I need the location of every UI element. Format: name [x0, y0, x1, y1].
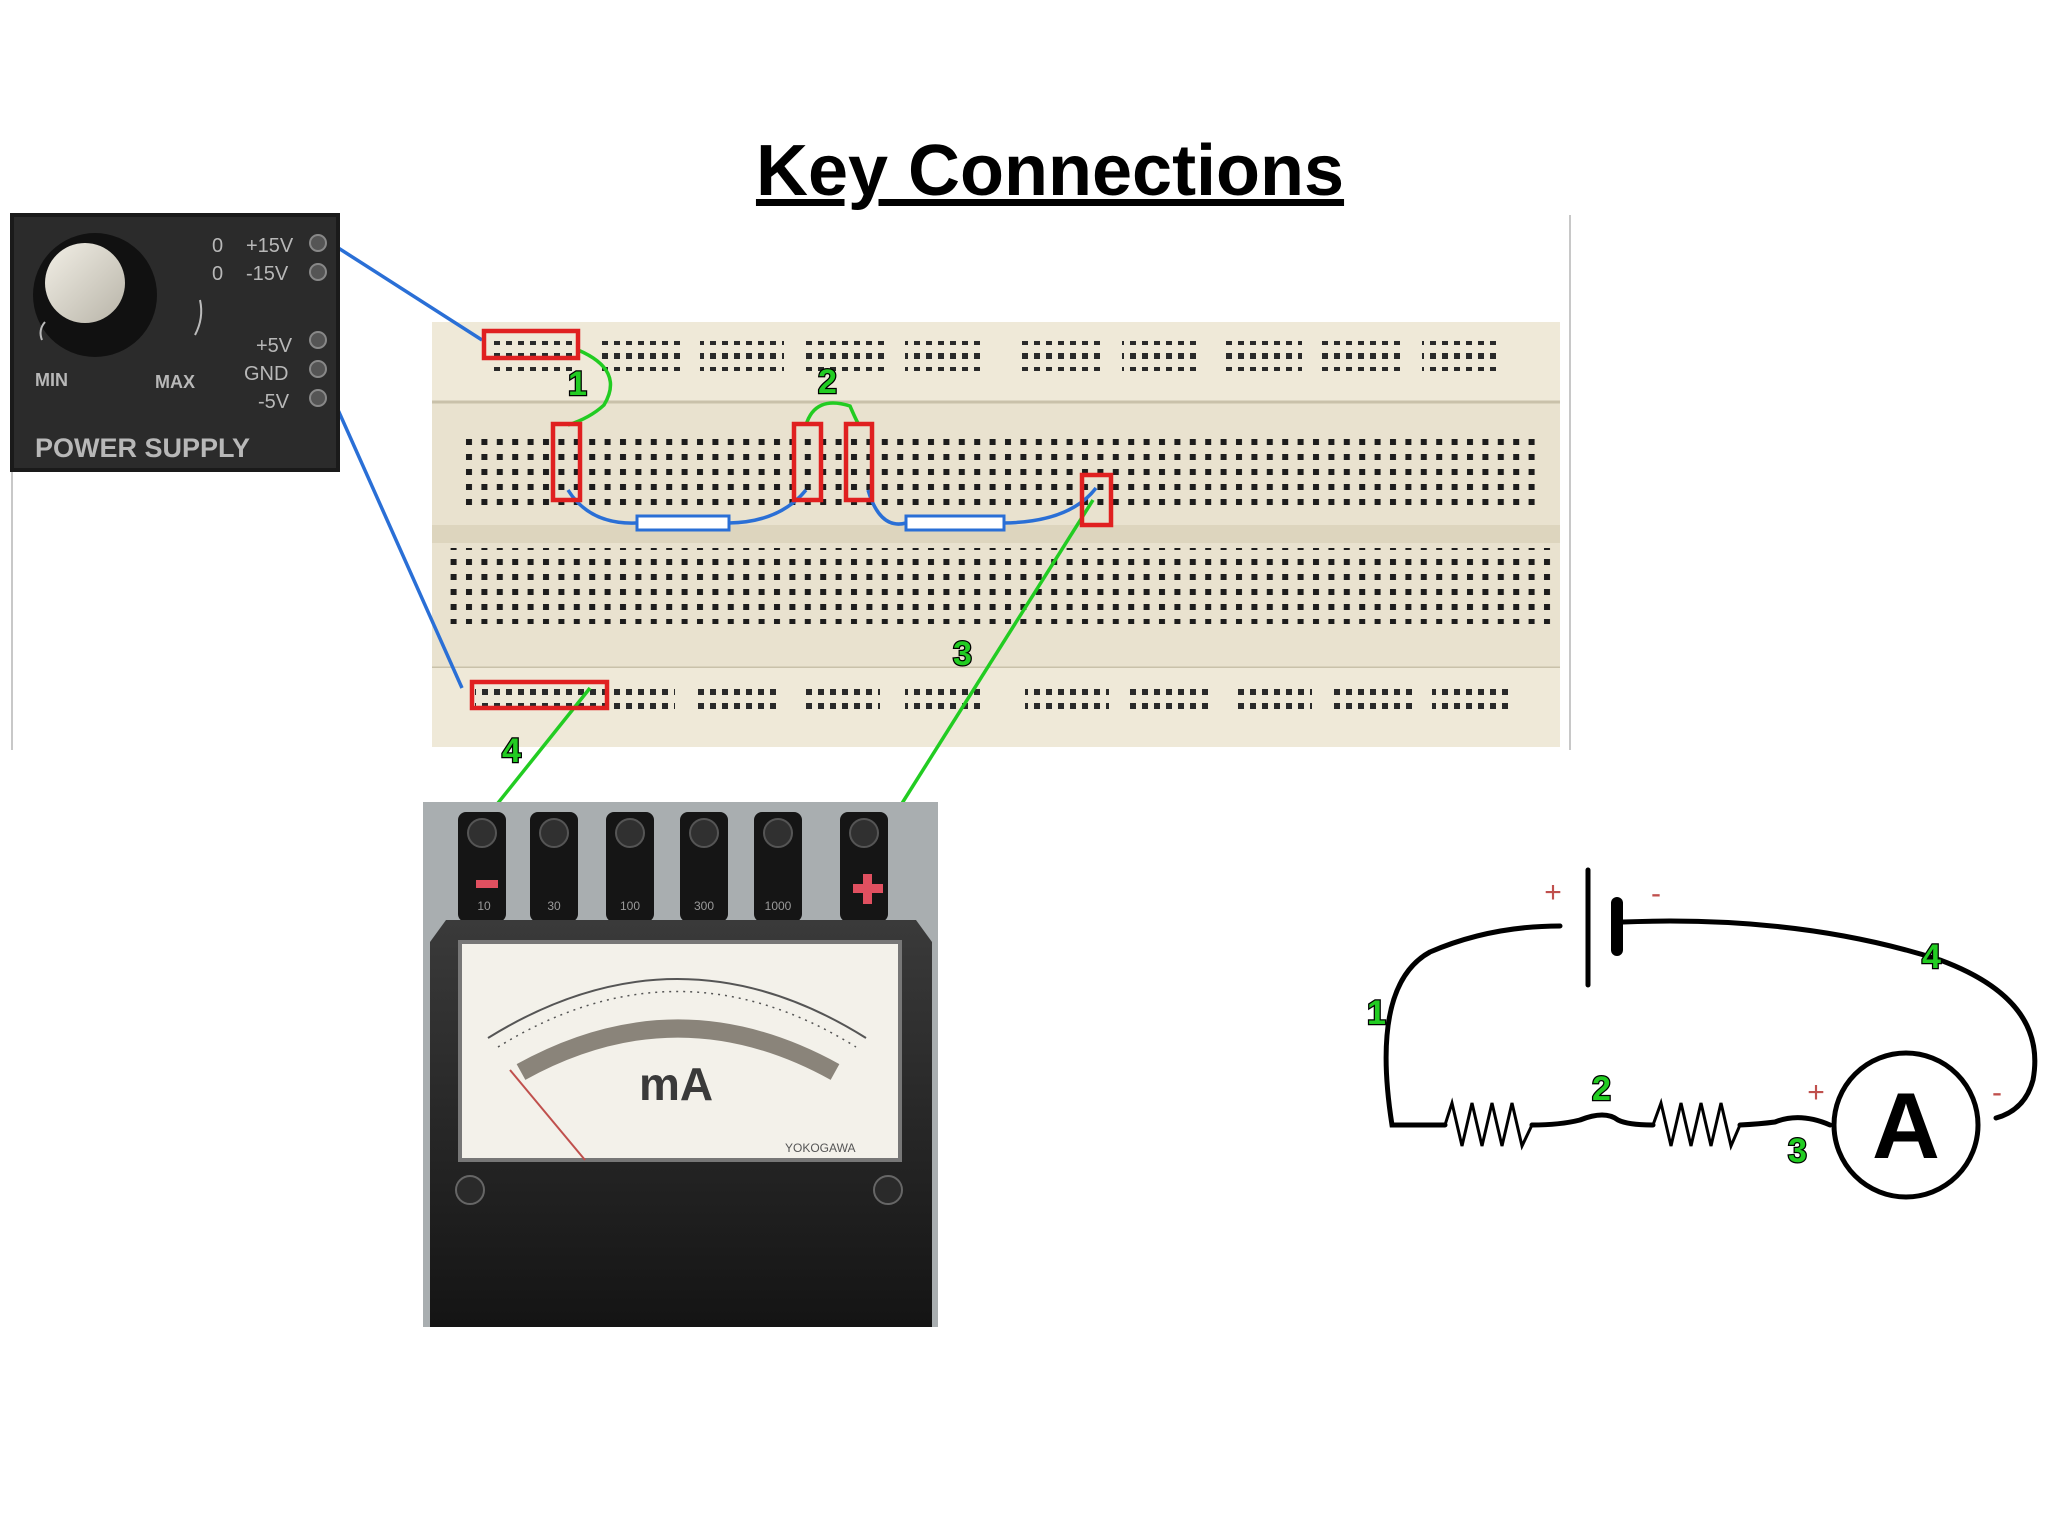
zero-mark-2: 0 [212, 263, 223, 285]
meter-screw-left [455, 1175, 485, 1205]
label-3-breadboard: 3 [953, 635, 972, 673]
box-top-rail [481, 328, 581, 361]
wire-2 [804, 401, 861, 426]
terminal-label-minus15v: -15V [246, 263, 289, 285]
meter-minus-sign: - [1992, 1076, 2002, 1109]
meter-face [458, 940, 902, 1162]
power-supply-panel: MIN MAX 0 0 +15V -15V +5V GND -5V POWER … [10, 213, 340, 472]
psu-terminals [309, 234, 327, 407]
highlight-boxes [469, 328, 1114, 711]
battery-minus-sign: - [1651, 877, 1661, 910]
terminal-gnd [309, 360, 327, 378]
ammeter-symbol [1831, 1050, 1981, 1200]
schematic-resistor-2 [1651, 1097, 1742, 1151]
label-3-schematic: 3 [1788, 1132, 1807, 1170]
knob-max-label: MAX [155, 372, 195, 392]
range-label-1000: 1000 [765, 899, 792, 913]
connection-labels: 1 2 3 4 1 2 3 4 [501, 362, 1943, 1172]
battery-plus-sign: + [1544, 876, 1562, 909]
terminal-plus15v [309, 234, 327, 252]
meter-screw-right [873, 1175, 903, 1205]
terminal-label-plus15v: +15V [246, 235, 294, 257]
wire-psu-15v-to-rail [317, 233, 483, 342]
breadboard-resistors [635, 514, 1006, 532]
meter-needle [509, 1069, 586, 1161]
terminal-label-minus5v: -5V [258, 391, 290, 413]
range-label-30: 30 [547, 899, 561, 913]
wire-segment-2 [1529, 1112, 1656, 1128]
terminal-label-gnd: GND [244, 363, 288, 385]
power-supply-label: POWER SUPPLY [35, 433, 250, 463]
ammeter: 10 30 100 300 1000 mA YOKOGAWA [423, 802, 938, 1327]
terminal-minus15v [309, 263, 327, 281]
wire-segment-4 [1620, 918, 2038, 1121]
top-terminal-strip [458, 430, 1543, 506]
blue-wires [316, 233, 1098, 689]
label-1-breadboard: 1 [568, 365, 587, 403]
terminal-minus5v [309, 389, 327, 407]
lead-resistor-1-left [566, 489, 638, 525]
range-label-300: 300 [694, 899, 714, 913]
meter-plus-sign: + [1807, 1076, 1825, 1109]
bottom-rail-holes [475, 687, 1512, 717]
box-column-c [843, 421, 875, 503]
breadboard [432, 322, 1560, 747]
resistor-1 [635, 514, 731, 532]
wire-psu-gnd-to-rail [316, 364, 464, 689]
label-2-schematic: 2 [1592, 1070, 1611, 1108]
wire-segment-1 [1383, 923, 1563, 1128]
zero-mark-1: 0 [212, 235, 223, 257]
wire-segment-3 [1737, 1115, 1833, 1128]
lead-resistor-1-right [728, 488, 808, 525]
meter-unit: mA [639, 1058, 713, 1110]
terminal-label-plus5v: +5V [256, 335, 293, 357]
meter-scale [487, 978, 867, 1080]
meter-brand: YOKOGAWA [785, 1141, 855, 1155]
meter-posts [458, 812, 888, 922]
plus-terminal-marker[interactable] [853, 874, 883, 904]
knob-min-label: MIN [35, 370, 68, 390]
range-label-100: 100 [620, 899, 640, 913]
terminal-plus5v [309, 331, 327, 349]
circuit-schematic [1383, 867, 2038, 1200]
resistor-2 [904, 514, 1006, 532]
label-2-breadboard: 2 [818, 363, 837, 401]
wire-3 [875, 499, 1095, 844]
box-bottom-rail [469, 679, 610, 711]
wire-1 [567, 348, 613, 427]
page-title: Key Connections [755, 131, 1345, 211]
minus-terminal-marker[interactable] [476, 880, 498, 888]
box-column-b [791, 421, 824, 503]
range-labels: 10 30 100 300 1000 [477, 899, 791, 913]
range-label-10: 10 [477, 899, 491, 913]
label-4-breadboard: 4 [502, 732, 521, 770]
label-4-schematic: 4 [1922, 938, 1941, 976]
box-column-a [550, 421, 583, 503]
lead-resistor-2-right [1003, 486, 1098, 525]
box-column-d [1079, 472, 1114, 528]
ammeter-symbol-letter: A [1872, 1073, 1940, 1178]
schematic-resistor-1 [1443, 1097, 1534, 1151]
label-1-schematic: 1 [1367, 994, 1386, 1032]
bottom-terminal-strip [450, 548, 1555, 624]
voltage-knob[interactable] [45, 243, 125, 323]
